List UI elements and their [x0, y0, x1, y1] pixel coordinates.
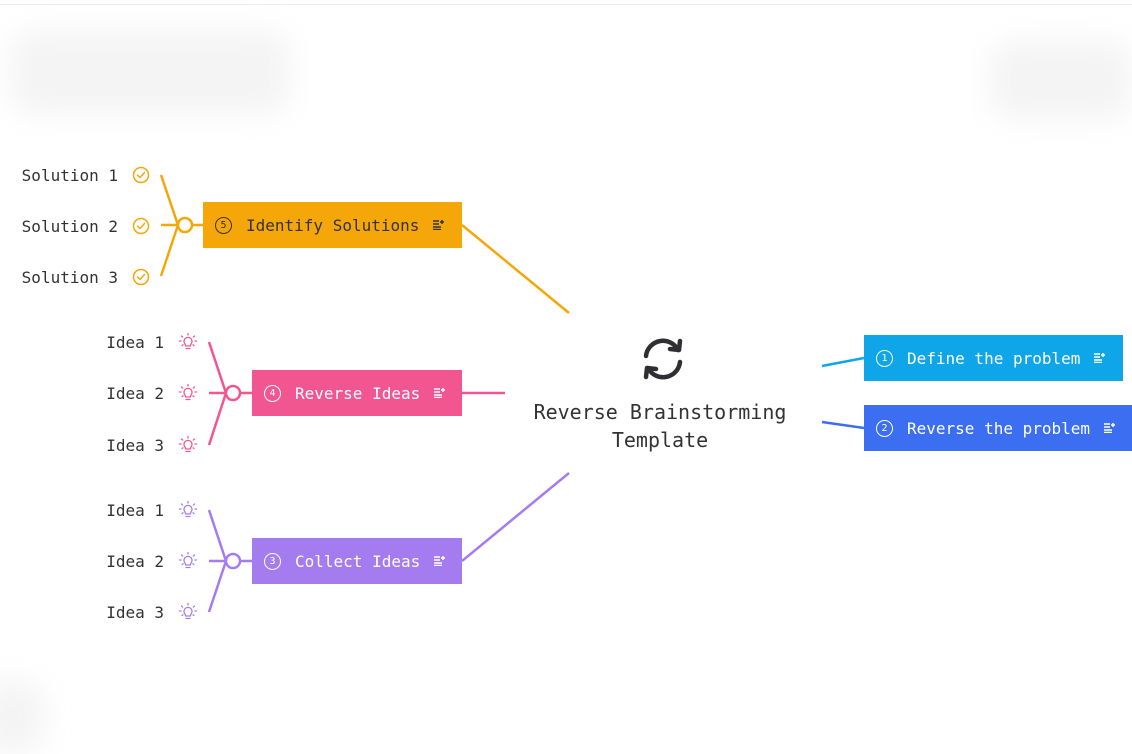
step-number-1: 1: [876, 349, 893, 367]
leaf-label: Idea 1: [106, 500, 164, 520]
node-identify-solutions[interactable]: 5 Identify Solutions: [203, 202, 462, 248]
fan-solutions: [159, 174, 203, 277]
connector-define: [821, 356, 865, 368]
leaf-label: Solution 2: [21, 216, 118, 236]
central-topic[interactable]: Reverse Brainstorming Template: [505, 398, 815, 454]
lightbulb-icon: [178, 500, 198, 520]
top-border: [0, 0, 1132, 5]
leaf-collect-idea-1[interactable]: Idea 1: [0, 497, 198, 523]
check-circle-icon: [132, 217, 150, 235]
lightbulb-icon: [178, 551, 198, 571]
lightbulb-icon: [178, 332, 198, 352]
leaf-label: Solution 3: [21, 267, 118, 287]
lightbulb-icon: [178, 383, 198, 403]
note-plus-icon[interactable]: [433, 220, 445, 230]
refresh-icon: [643, 338, 683, 380]
note-plus-icon[interactable]: [434, 556, 446, 566]
node-label: Define the problem: [907, 348, 1081, 368]
background-blur-left: [10, 30, 290, 115]
node-reverse-problem[interactable]: 2 Reverse the problem: [864, 405, 1132, 451]
central-topic-line-2: Template: [611, 428, 709, 452]
node-label: Identify Solutions: [246, 215, 420, 235]
leaf-label: Idea 2: [106, 551, 164, 571]
step-number-3: 3: [264, 552, 281, 570]
check-circle-icon: [132, 166, 150, 184]
connector-solutions: [461, 224, 570, 314]
leaf-label: Solution 1: [21, 165, 118, 185]
leaf-reverse-idea-1[interactable]: Idea 1: [0, 329, 198, 355]
connector-collect: [461, 472, 570, 562]
node-label: Collect Ideas: [295, 551, 421, 571]
leaf-collect-idea-3[interactable]: Idea 3: [0, 599, 198, 625]
fan-reverse-ideas: [207, 341, 252, 446]
node-collect-ideas[interactable]: 3 Collect Ideas: [252, 538, 462, 584]
fan-collect: [207, 509, 252, 613]
step-number-5: 5: [215, 216, 232, 234]
central-topic-line-1: Reverse Brainstorming: [533, 400, 787, 424]
background-blur-right: [990, 40, 1132, 120]
node-label: Reverse the problem: [907, 418, 1091, 438]
leaf-label: Idea 3: [106, 602, 164, 622]
lightbulb-icon: [178, 435, 198, 455]
background-blur-bottom: [0, 680, 45, 754]
leaf-solution-1[interactable]: Solution 1: [0, 162, 150, 188]
leaf-label: Idea 2: [106, 383, 164, 403]
step-number-2: 2: [876, 419, 893, 437]
node-label: Reverse Ideas: [295, 383, 421, 403]
leaf-collect-idea-2[interactable]: Idea 2: [0, 548, 198, 574]
leaf-reverse-idea-2[interactable]: Idea 2: [0, 380, 198, 406]
note-plus-icon[interactable]: [1094, 353, 1106, 363]
leaf-solution-2[interactable]: Solution 2: [0, 213, 150, 239]
check-circle-icon: [132, 268, 150, 286]
leaf-reverse-idea-3[interactable]: Idea 3: [0, 432, 198, 458]
step-number-4: 4: [264, 384, 281, 402]
lightbulb-icon: [178, 602, 198, 622]
leaf-label: Idea 1: [106, 332, 164, 352]
note-plus-icon[interactable]: [434, 388, 446, 398]
leaf-label: Idea 3: [106, 435, 164, 455]
connector-reverse-problem: [821, 420, 865, 430]
leaf-solution-3[interactable]: Solution 3: [0, 264, 150, 290]
node-reverse-ideas[interactable]: 4 Reverse Ideas: [252, 370, 462, 416]
node-define-problem[interactable]: 1 Define the problem: [864, 335, 1123, 381]
note-plus-icon[interactable]: [1104, 423, 1116, 433]
